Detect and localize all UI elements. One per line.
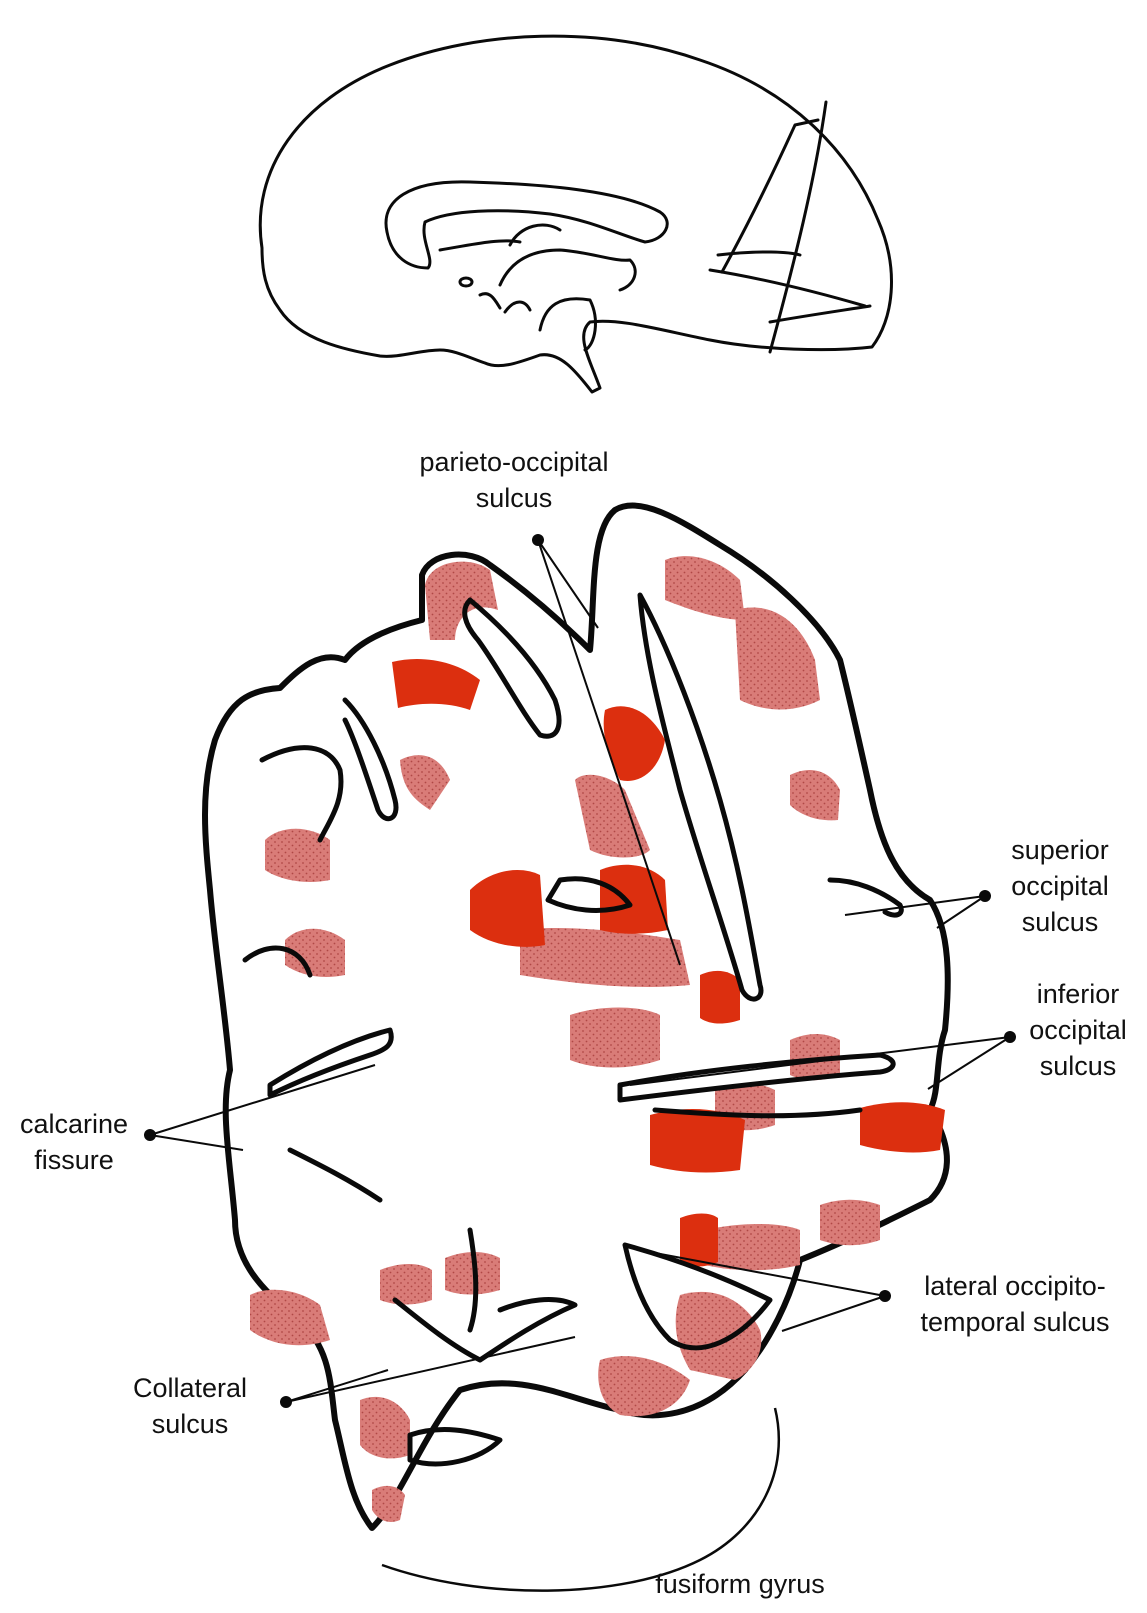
label-line: fissure: [4, 1142, 144, 1178]
label-line: occipital: [1013, 1012, 1143, 1048]
dot-po: [532, 534, 544, 546]
medial-brain-sketch: [260, 36, 891, 392]
dot-calcarine: [144, 1129, 156, 1141]
label-line: Collateral: [100, 1370, 280, 1406]
label-line: superior: [990, 832, 1130, 868]
fusiform-bracket: [382, 1408, 779, 1591]
label-line: inferior: [1013, 976, 1143, 1012]
label-line: sulcus: [1013, 1048, 1143, 1084]
hypothalamus-curve: [480, 294, 530, 312]
stipple-io-1: [570, 1008, 660, 1068]
label-lateral-occipitotemporal-sulcus: lateral occipito- temporal sulcus: [895, 1268, 1135, 1340]
occipital-wedge: [722, 120, 818, 272]
dot-collateral: [280, 1396, 292, 1408]
stipple-lot-2: [820, 1200, 880, 1246]
label-fusiform-gyrus: fusiform gyrus: [620, 1566, 860, 1602]
label-line: calcarine: [4, 1106, 144, 1142]
label-line: lateral occipito-: [895, 1268, 1135, 1304]
label-line: sulcus: [990, 904, 1130, 940]
cuneus-line: [718, 252, 800, 255]
stipple-collateral-1: [380, 1264, 432, 1305]
solid-red-lower-loop: [700, 971, 740, 1024]
dot-lot: [879, 1290, 891, 1302]
label-inferior-occipital-sulcus: inferior occipital sulcus: [1013, 976, 1143, 1084]
stipple-lot-1: [705, 1224, 800, 1270]
solid-red-mid-left: [470, 870, 545, 947]
label-line: parieto-occipital: [389, 444, 639, 480]
label-line: temporal sulcus: [895, 1304, 1135, 1340]
midbrain-line: [500, 250, 635, 290]
anterior-commissure: [460, 278, 472, 286]
brain-outline: [260, 36, 891, 392]
fornix-line: [440, 241, 520, 250]
label-line: sulcus: [389, 480, 639, 516]
label-superior-occipital-sulcus: superior occipital sulcus: [990, 832, 1130, 940]
solid-red-io-right: [860, 1102, 945, 1152]
label-line: sulcus: [100, 1406, 280, 1442]
label-parieto-occipital-sulcus: parieto-occipital sulcus: [389, 444, 639, 516]
label-calcarine-fissure: calcarine fissure: [4, 1106, 144, 1178]
label-line: occipital: [990, 868, 1130, 904]
label-line: fusiform gyrus: [620, 1566, 860, 1602]
solid-red-io-left: [650, 1109, 745, 1173]
label-collateral-sulcus: Collateral sulcus: [100, 1370, 280, 1442]
tentorium-line: [770, 306, 870, 322]
